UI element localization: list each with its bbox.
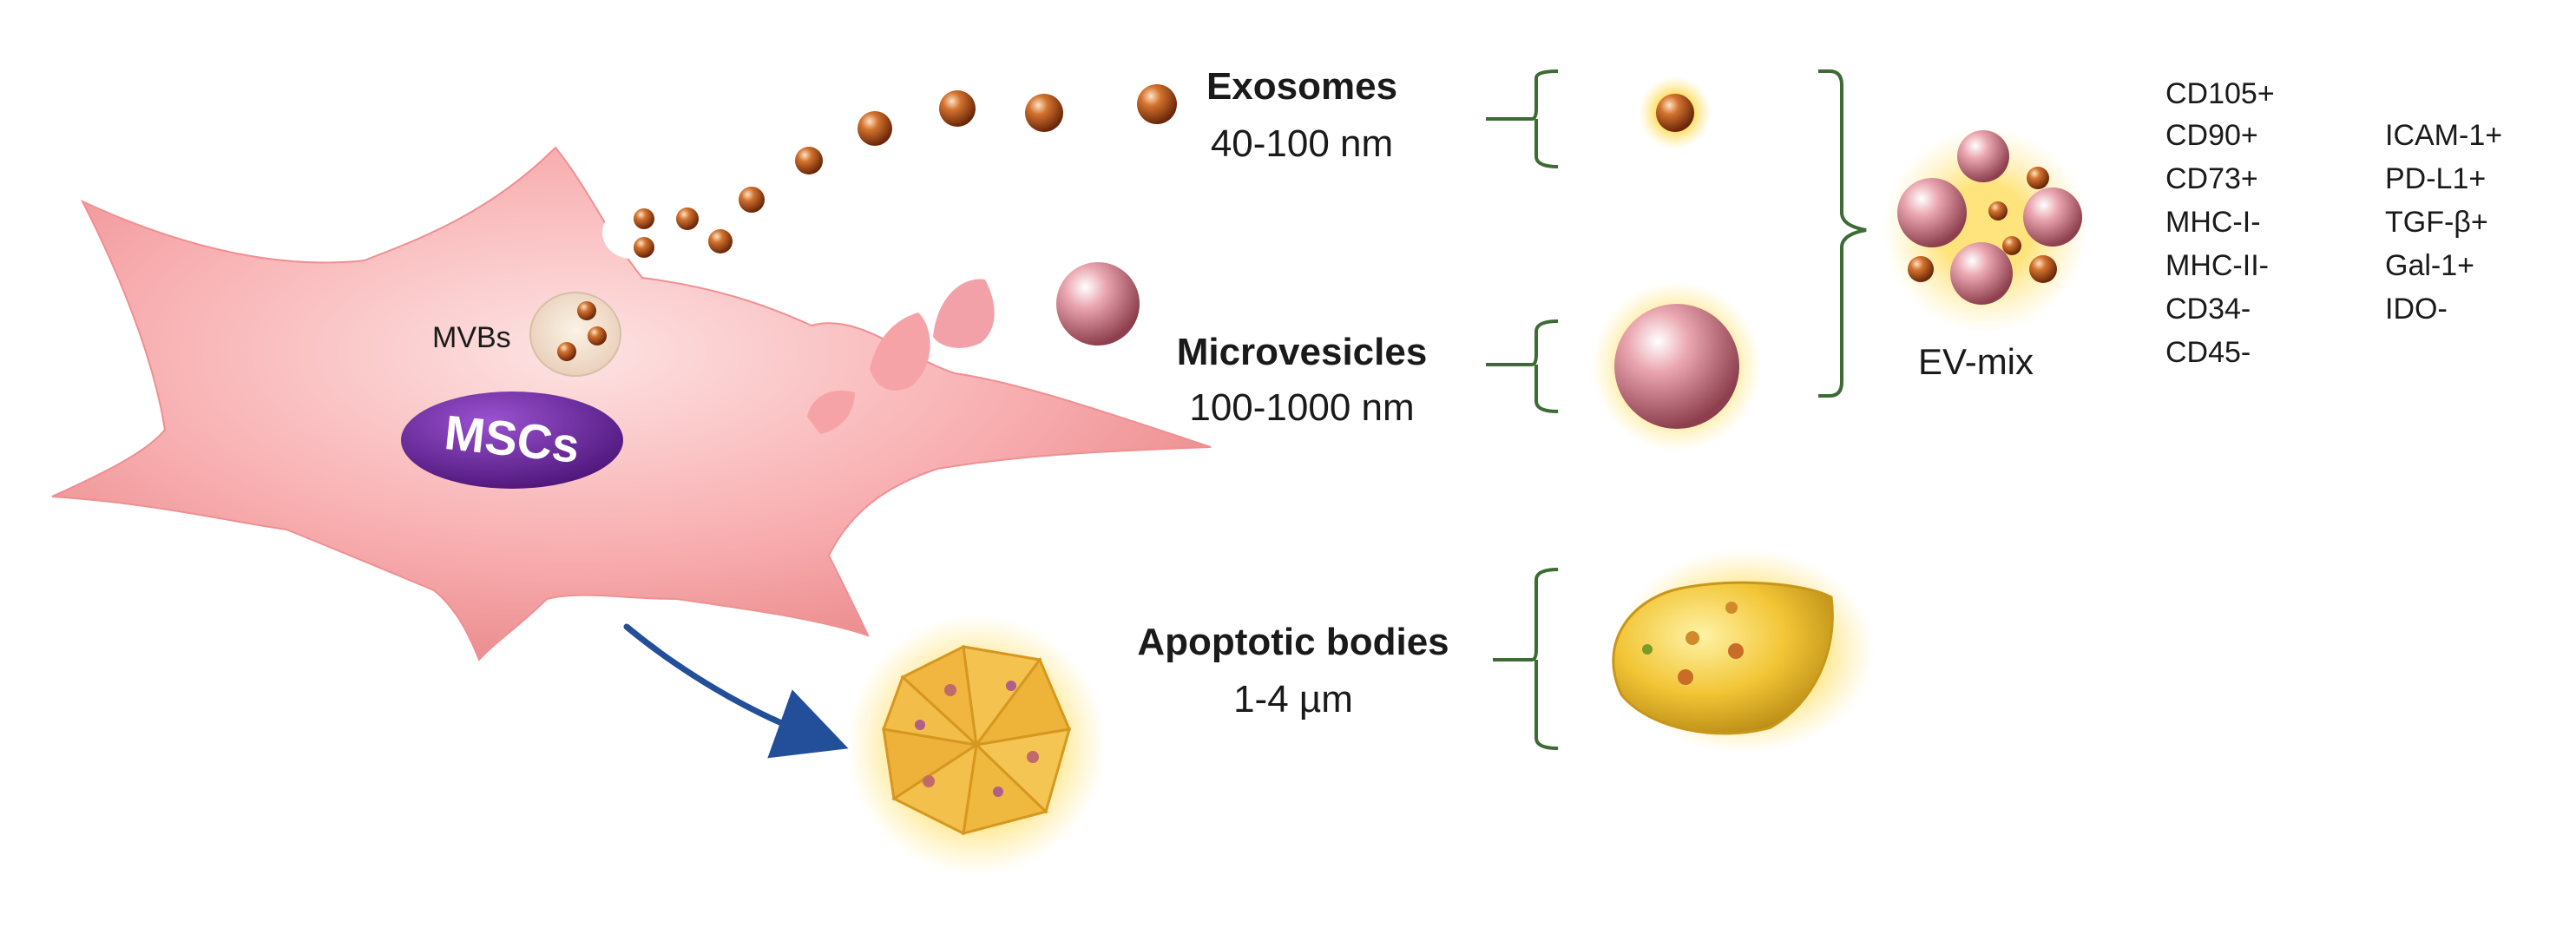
mvb-exosome [577, 301, 596, 320]
marker-cd90: CD90+ [2165, 119, 2258, 152]
exosome-particle [634, 208, 654, 229]
msc-cell-body [51, 146, 1212, 661]
apoptotic-body-icon [1612, 549, 1875, 754]
microvesicles-title: Microvesicles [1176, 331, 1428, 373]
marker-cd45: CD45- [2165, 336, 2251, 369]
budding-vesicle-2 [807, 390, 855, 434]
exosome-bracket [1486, 69, 1559, 168]
exosome-particle [1137, 84, 1177, 124]
apoptotic-bodies-title: Apoptotic bodies [1137, 621, 1449, 663]
exosome-particle [795, 147, 823, 174]
mvb-compartment [529, 292, 621, 377]
exosome-particle [676, 207, 699, 230]
ev-mix-bracket [1818, 69, 1867, 398]
exosome-particle [634, 237, 654, 258]
budding-vesicle-1 [870, 313, 930, 391]
marker-cd105: CD105+ [2165, 77, 2275, 110]
microvesicles-size: 100-1000 nm [1189, 386, 1415, 429]
apoptotic-body-cluster [846, 615, 1107, 875]
mvb-label: MVBs [432, 321, 511, 354]
marker-pd-l1: PD-L1+ [2385, 162, 2487, 195]
released-exosomes [634, 84, 1177, 258]
marker-mhc-ii: MHC-II- [2165, 249, 2269, 282]
apoptotic-bracket [1493, 568, 1559, 750]
released-microvesicle [1056, 262, 1140, 346]
apoptosis-arrow [623, 623, 849, 759]
marker-cd34: CD34- [2165, 293, 2251, 326]
marker-cd73: CD73+ [2165, 162, 2258, 195]
exosomes-title: Exosomes [1206, 65, 1398, 108]
exosome-particle [1025, 94, 1063, 132]
exosome-particle [858, 111, 892, 146]
marker-ido: IDO- [2385, 293, 2448, 326]
budding-microvesicle [933, 279, 995, 348]
marker-mhc-i: MHC-I- [2165, 206, 2261, 239]
mvb-exosome [588, 326, 607, 346]
exosome-particle [939, 90, 976, 127]
exosome-icon [1656, 94, 1694, 132]
marker-gal-1: Gal-1+ [2385, 249, 2474, 282]
msc-badge-label: MSCs [442, 405, 582, 473]
exosomes-size: 40-100 nm [1210, 122, 1394, 165]
ev-mix-cluster [1883, 128, 2088, 332]
microvesicle-bracket [1486, 319, 1559, 413]
ev-mix-label: EV-mix [1918, 341, 2034, 382]
marker-tgf-beta: TGF-β+ [2385, 206, 2488, 239]
apoptotic-bodies-size: 1-4 µm [1233, 678, 1353, 721]
exosome-particle [708, 229, 733, 253]
marker-icam-1: ICAM-1+ [2385, 119, 2503, 152]
exosome-particle [739, 187, 765, 213]
msc-badge [401, 392, 623, 489]
microvesicle-icon [1614, 304, 1739, 429]
mvb-exosome [557, 342, 576, 361]
